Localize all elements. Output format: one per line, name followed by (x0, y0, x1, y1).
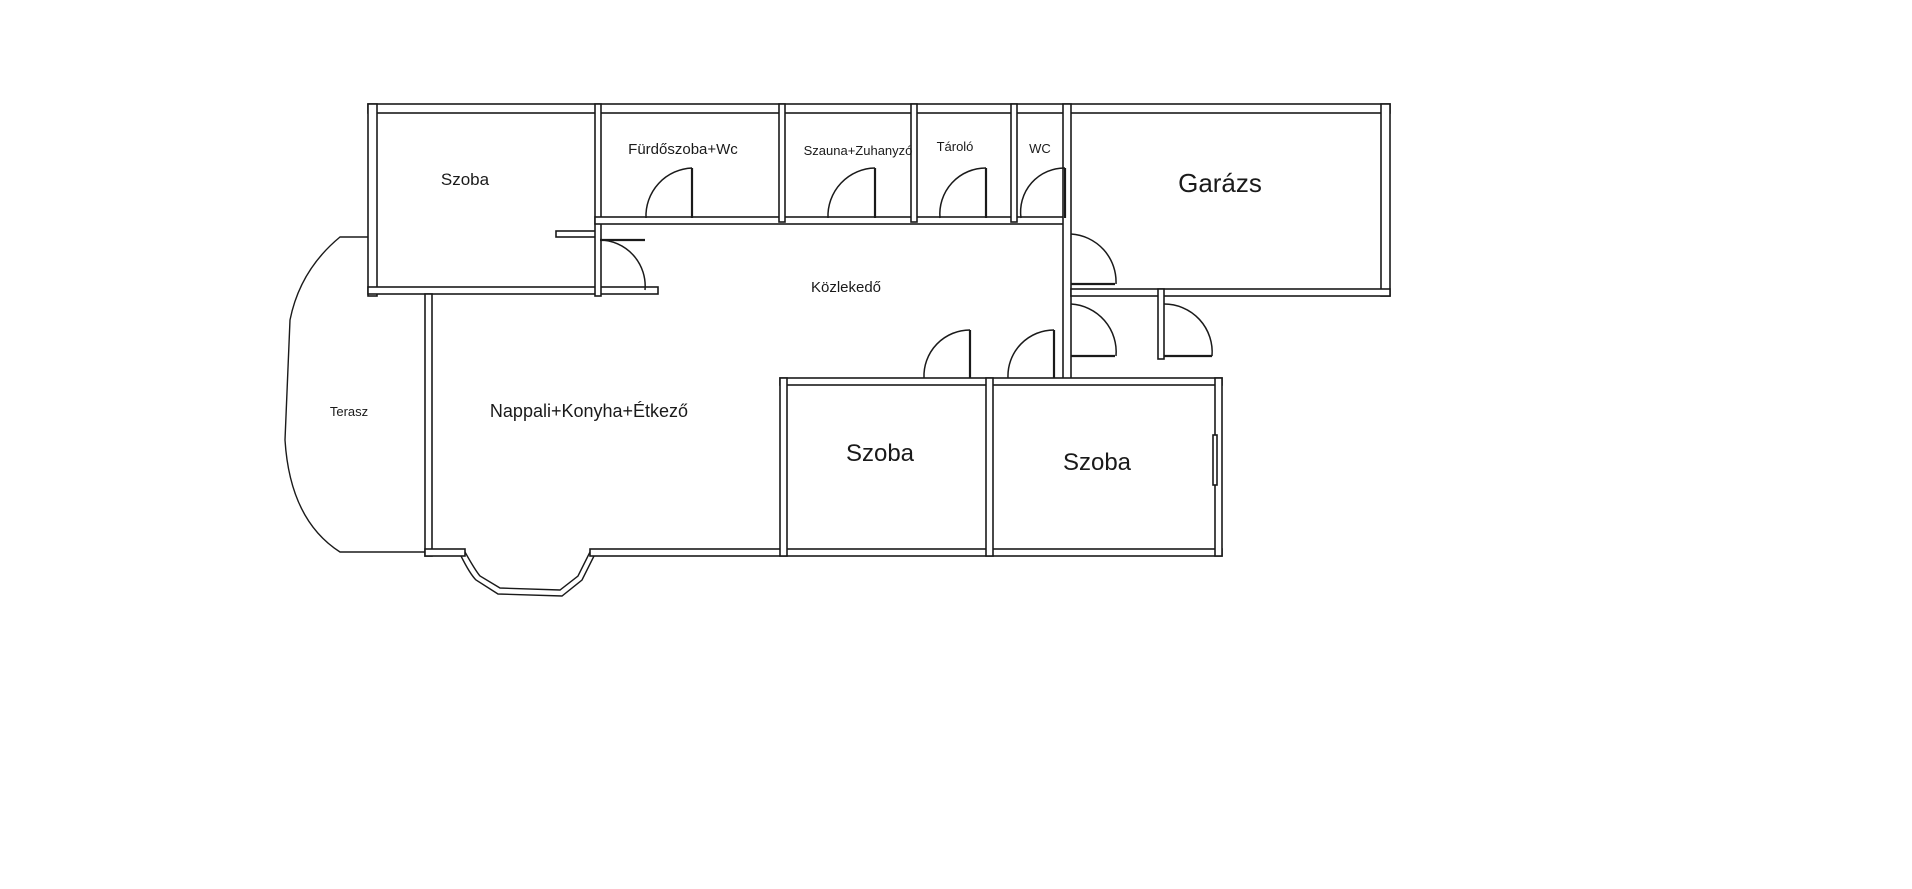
room-label-szoba-top-left: Szoba (441, 170, 490, 189)
room-label-garazs: Garázs (1178, 168, 1262, 198)
terrace-outline (284, 236, 430, 553)
room-label-nappali: Nappali+Konyha+Étkező (490, 401, 688, 421)
room-label-kozlekedo: Közlekedő (811, 279, 881, 296)
walls (367, 103, 1391, 557)
room-label-szoba-right: Szoba (1063, 449, 1132, 476)
room-label-szoba-center: Szoba (846, 440, 915, 467)
room-label-szauna: Szauna+Zuhanyzó (804, 143, 913, 158)
doors (599, 167, 1213, 379)
room-label-wc: WC (1029, 141, 1051, 156)
bay-window (464, 551, 591, 591)
room-label-tarolo: Tároló (937, 139, 974, 154)
room-label-furdoszoba: Fürdőszoba+Wc (628, 141, 738, 158)
room-label-terasz: Terasz (330, 404, 368, 419)
